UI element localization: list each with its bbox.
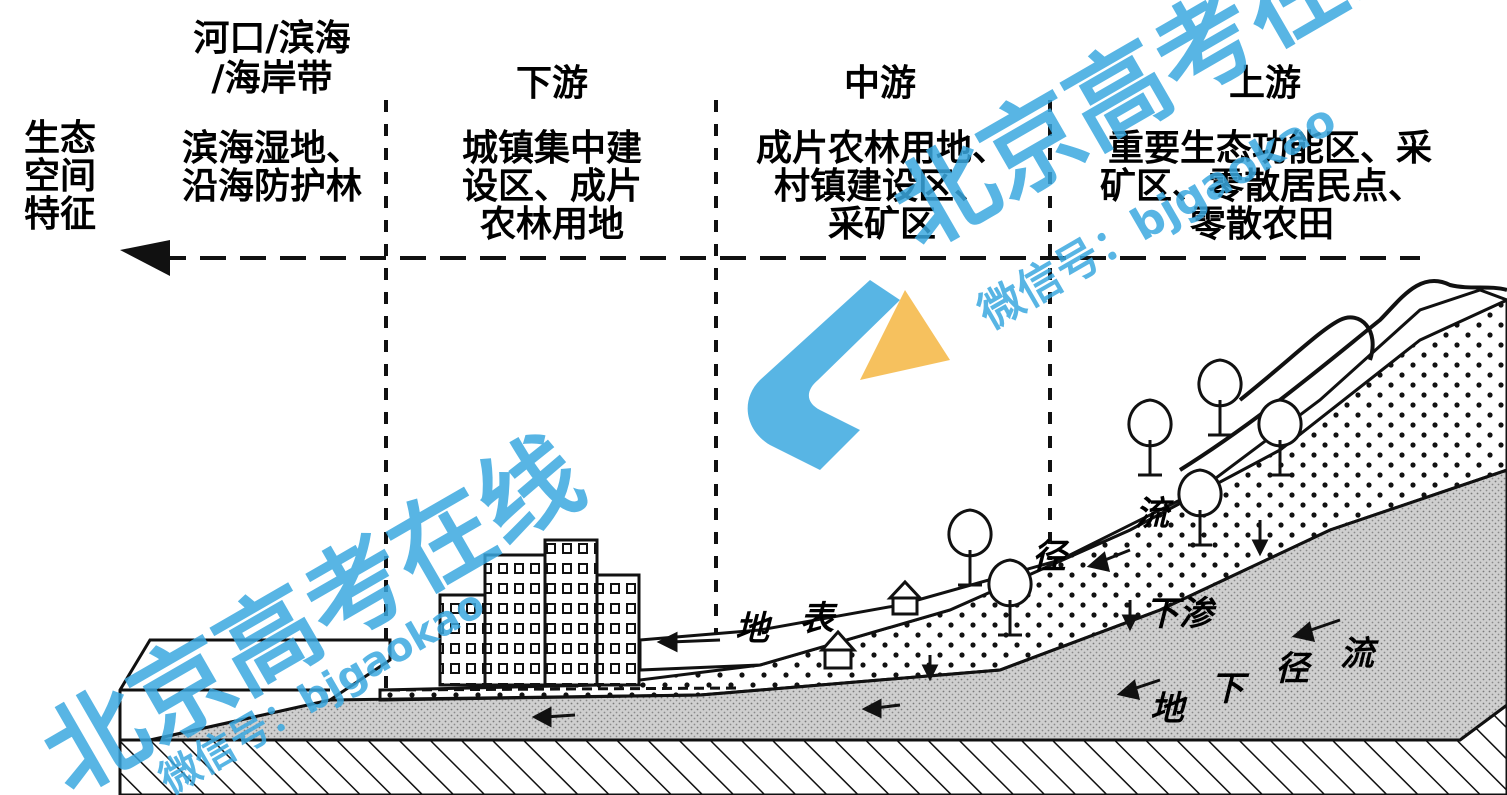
surface-slope (638, 288, 1507, 672)
runoff-upper-label: 流 (1135, 494, 1174, 534)
zone-midstream-title: 中游 (844, 63, 916, 104)
building-2 (483, 553, 547, 687)
flow-labels: 地 表 径 流 下渗 地 下 径 流 (735, 494, 1379, 729)
village-house-2 (886, 579, 924, 600)
infiltration-label: 下渗 (1145, 594, 1217, 634)
surface-runoff-label-c: 径 (1032, 537, 1070, 577)
building-4 (595, 573, 641, 687)
tree-icon (1177, 468, 1223, 547)
zone-midstream-feature-2: 村镇建设区、 (774, 166, 990, 207)
zone-upstream-feature-3: 零散农田 (1190, 204, 1334, 245)
trees (947, 358, 1303, 637)
zone-upstream-title: 上游 (1229, 63, 1301, 104)
zone-midstream: 中游 成片农林用地、 村镇建设区、 采矿区 (756, 63, 1008, 245)
direction-arrow (120, 240, 1420, 276)
building-3 (543, 538, 599, 687)
zone-midstream-feature-3: 采矿区 (828, 204, 936, 245)
watermark-logo-blue (747, 280, 900, 470)
watermark-logo-orange (860, 290, 950, 380)
zone-estuary-feature-1: 滨海湿地、 (182, 128, 362, 169)
zone-downstream-title: 下游 (516, 63, 588, 104)
zone-downstream: 下游 城镇集中建 设区、成片 农林用地 (462, 63, 642, 245)
zone-estuary-title-2: /海岸带 (211, 58, 332, 99)
spatial-feature-axis-label: 生态 空间 特征 (24, 118, 96, 235)
axis-label-line-3: 特征 (24, 194, 96, 235)
mountain-ridge-2 (1238, 315, 1375, 402)
zone-estuary-title-1: 河口/滨海 (193, 18, 350, 59)
zone-downstream-feature-1: 城镇集中建 (462, 128, 642, 169)
tree-icon (1197, 358, 1243, 437)
zone-estuary: 河口/滨海 /海岸带 滨海湿地、 沿海防护林 (182, 18, 362, 207)
groundwater-label-4: 流 (1340, 634, 1379, 674)
zone-upstream-feature-1: 重要生态功能区、采 (1108, 128, 1432, 169)
zone-midstream-feature-1: 成片农林用地、 (756, 128, 1008, 169)
cross-section (118, 278, 1507, 795)
flow-arrows (531, 520, 1341, 728)
zone-upstream: 上游 重要生态功能区、采 矿区、零散居民点、 零散农田 (1100, 63, 1432, 245)
axis-label-line-1: 生态 (24, 118, 96, 159)
arrowhead-left-icon (120, 240, 170, 276)
groundwater-label-2: 下 (1210, 669, 1250, 709)
surface-runoff-label-b: 表 (800, 599, 838, 639)
zone-dividers (384, 100, 1052, 700)
zone-downstream-feature-3: 农林用地 (480, 204, 624, 245)
zone-upstream-feature-2: 矿区、零散居民点、 (1100, 166, 1424, 207)
groundwater-label-3: 径 (1275, 649, 1313, 689)
tree-icon (987, 558, 1033, 637)
tree-icon (1257, 398, 1303, 477)
groundwater-label-1: 地 (1150, 689, 1188, 729)
zone-downstream-feature-2: 设区、成片 (462, 166, 642, 207)
tree-icon (1127, 398, 1173, 477)
axis-label-line-2: 空间 (24, 156, 96, 197)
city-buildings (438, 538, 924, 687)
tree-icon (947, 508, 993, 587)
zone-estuary-feature-2: 沿海防护林 (182, 166, 362, 207)
surface-runoff-label-a: 地 (735, 609, 773, 649)
